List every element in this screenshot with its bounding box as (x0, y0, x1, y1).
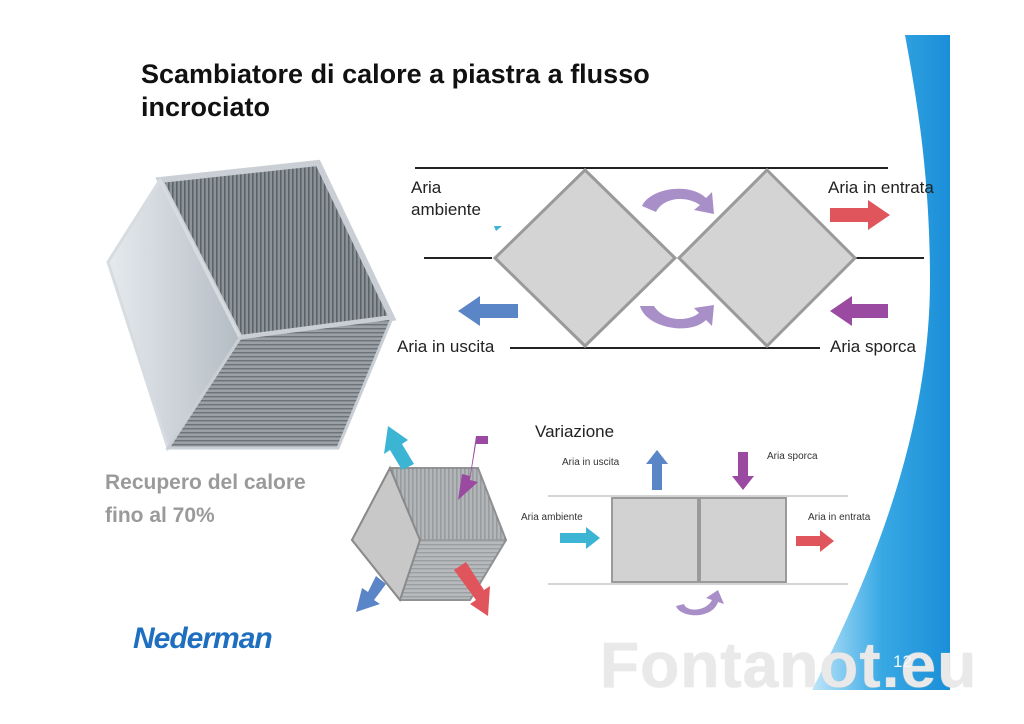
variation-up-blue-arrow-icon (646, 450, 668, 490)
label-aria-ambiente: Aria ambiente (411, 177, 481, 221)
watermark: Fontanot.eu (600, 629, 978, 701)
variation-label-aria-sporca: Aria sporca (767, 451, 818, 462)
variation-right-red-arrow-icon (796, 530, 834, 552)
title-line-1: Scambiatore di calore a piastra a flusso (141, 59, 650, 89)
variation-down-purple-arrow-icon (732, 452, 754, 490)
rotate-arrow-top-icon (642, 188, 714, 214)
slide-title: Scambiatore di calore a piastra a flusso… (141, 58, 741, 124)
variation-title: Variazione (535, 422, 615, 441)
label-aria-sporca: Aria sporca (830, 337, 916, 356)
variation-rotate-arrow-icon (676, 590, 724, 616)
variation-right-plate (699, 497, 787, 583)
cyan-arrow-icon (384, 426, 414, 470)
purple-arrow-icon (458, 436, 488, 500)
rotate-arrow-bottom-icon (640, 305, 714, 329)
nederman-logo: Nederman (133, 622, 273, 655)
page-number: 12 (893, 652, 912, 671)
purple-arrow-sporca-icon (830, 296, 888, 326)
red-arrow-entrata-icon (830, 200, 890, 230)
recupero-line-1: Recupero del calore (105, 471, 306, 494)
label-aria-ambiente-line1: Aria (411, 178, 442, 197)
right-plate-diamond (676, 167, 858, 349)
small-cube-front-face (398, 539, 508, 601)
blue-arrow-uscita-icon (458, 296, 518, 326)
label-aria-in-entrata: Aria in entrata (828, 178, 934, 197)
label-aria-in-uscita: Aria in uscita (397, 337, 495, 356)
recupero-text: Recupero del calore fino al 70% (105, 466, 306, 532)
recupero-line-2: fino al 70% (105, 504, 215, 527)
variation-right-cyan-arrow-icon (560, 527, 600, 549)
title-line-2: incrociato (141, 92, 271, 122)
variation-left-plate (611, 497, 699, 583)
blue-arrow-icon (356, 576, 386, 612)
variation-label-aria-in-uscita: Aria in uscita (562, 457, 620, 468)
red-arrow-icon (454, 562, 490, 616)
cube-right-face (165, 316, 395, 450)
label-aria-ambiente-line2: ambiente (411, 200, 481, 219)
cyan-marker (494, 226, 502, 231)
variation-label-aria-ambiente: Aria ambiente (521, 512, 583, 523)
variation-label-aria-in-entrata: Aria in entrata (808, 512, 871, 523)
left-plate-diamond (492, 167, 678, 349)
